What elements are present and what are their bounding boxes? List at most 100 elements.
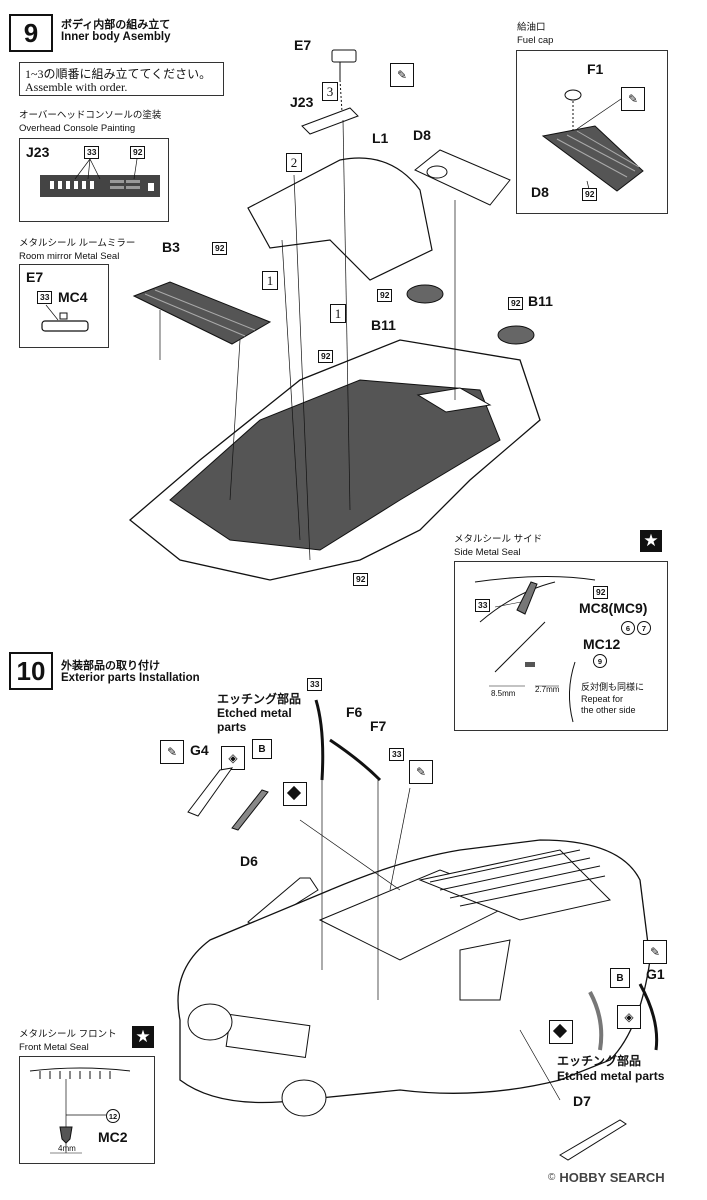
paint-icon: ✎ xyxy=(160,740,184,764)
fuel-cap-en: Fuel cap xyxy=(517,35,554,46)
color-12-marker: 12 xyxy=(106,1109,120,1123)
paint-icon: ✎ xyxy=(621,87,645,111)
label-b-square: B xyxy=(610,968,630,988)
star-icon: ★ xyxy=(640,530,662,552)
step-10-number: 10 xyxy=(9,652,53,690)
color-92-marker: 92 xyxy=(353,573,369,586)
label-d7: D7 xyxy=(573,1093,591,1109)
step-9-title-en: Inner body Asembly xyxy=(61,31,171,43)
color-33-marker: 33 xyxy=(475,599,491,612)
label-j23-inset: J23 xyxy=(26,144,50,160)
star-icon: ★ xyxy=(132,1026,154,1048)
side-seal-box: 33 92 MC8(MC9) 6 7 MC12 9 8.5mm 2.7mm 反対… xyxy=(454,561,668,731)
label-b-square: B xyxy=(252,739,272,759)
copyright-icon: © xyxy=(548,1172,556,1183)
fuel-cap-box: F1 D8 92 ✎ xyxy=(516,50,668,214)
dim-2-7mm: 2.7mm xyxy=(535,685,560,694)
paint-icon: ✎ xyxy=(409,760,433,784)
etched-en-1: Etched metal xyxy=(217,706,292,720)
room-mirror-box: E7 33 MC4 xyxy=(19,264,109,348)
label-mc8-mc9: MC8(MC9) xyxy=(579,600,648,616)
overhead-console-box: J23 33 92 xyxy=(19,138,169,222)
front-seal-jp: メタルシール フロント xyxy=(19,1029,117,1040)
etched-en-full: Etched metal parts xyxy=(557,1069,665,1083)
label-mc12: MC12 xyxy=(583,636,621,652)
label-d8: D8 xyxy=(413,127,431,143)
step-10-title-jp: 外装部品の取り付け xyxy=(61,660,160,672)
overhead-console-jp: オーバーヘッドコンソールの塗装 xyxy=(19,110,162,121)
color-33-marker: 33 xyxy=(389,748,405,761)
label-d6: D6 xyxy=(240,853,258,869)
room-mirror-drawing xyxy=(41,304,89,332)
repeat-en-2: the other side xyxy=(581,705,636,715)
label-g1: G1 xyxy=(646,966,665,982)
checker-icon: ◈ xyxy=(617,1005,641,1029)
label-b11: B11 xyxy=(528,293,553,309)
label-f7: F7 xyxy=(370,718,387,734)
color-9-marker: 9 xyxy=(593,654,607,668)
order-3-marker: 3 xyxy=(322,82,338,101)
side-seal-jp: メタルシール サイド xyxy=(454,534,543,545)
etched-parts-label-right: エッチング部品 Etched metal parts xyxy=(557,1054,664,1084)
etched-jp: エッチング部品 xyxy=(557,1054,642,1068)
diamond-icon xyxy=(549,1020,573,1044)
front-seal-en: Front Metal Seal xyxy=(19,1042,89,1053)
front-seal-drawing xyxy=(29,1067,131,1154)
room-mirror-jp: メタルシール ルームミラー xyxy=(19,238,136,249)
label-e7: E7 xyxy=(294,37,312,53)
color-33-marker: 33 xyxy=(307,678,323,691)
watermark-text: HOBBY SEARCH xyxy=(559,1170,665,1185)
color-92-marker: 92 xyxy=(212,242,228,255)
label-mc4: MC4 xyxy=(58,289,88,305)
color-92-marker: 92 xyxy=(582,188,598,201)
color-92-marker: 92 xyxy=(377,289,393,302)
paint-icon: ✎ xyxy=(643,940,667,964)
order-1-marker: 1 xyxy=(330,304,346,323)
etched-parts-label: エッチング部品 Etched metal parts xyxy=(217,692,301,734)
etched-en-2: parts xyxy=(217,720,247,734)
color-33-marker: 33 xyxy=(84,146,100,159)
color-6-marker: 6 xyxy=(621,621,635,635)
step-9-number: 9 xyxy=(9,14,53,52)
repeat-jp: 反対側も同様に xyxy=(581,682,645,692)
color-92-marker: 92 xyxy=(318,350,334,363)
fuel-cap-jp: 給油口 xyxy=(517,22,546,33)
step-10-title-en: Exterior parts Installation xyxy=(61,672,200,684)
label-d8-inset: D8 xyxy=(531,184,549,200)
repeat-en-1: Repeat for xyxy=(581,694,624,704)
order-note-box: 1~3の順番に組み立ててください。 Assemble with order. xyxy=(19,62,224,96)
overhead-console-en: Overhead Console Painting xyxy=(19,123,136,134)
label-mc2: MC2 xyxy=(98,1129,128,1145)
room-mirror-en: Room mirror Metal Seal xyxy=(19,251,120,262)
overhead-console-drawing xyxy=(40,158,160,197)
color-92-marker: 92 xyxy=(130,146,146,159)
label-f6: F6 xyxy=(346,704,363,720)
side-seal-drawing xyxy=(474,575,596,723)
inner-body-drawing xyxy=(128,49,541,581)
label-e7-inset: E7 xyxy=(26,269,44,285)
dim-4mm: 4mm xyxy=(58,1144,76,1153)
order-note-en: Assemble with order. xyxy=(25,80,128,94)
step-9-title-jp: ボディ内部の組み立て xyxy=(61,19,171,31)
etched-jp: エッチング部品 xyxy=(217,692,302,706)
color-92-marker: 92 xyxy=(593,586,609,599)
label-b11: B11 xyxy=(371,317,396,333)
front-seal-box: 12 MC2 4mm xyxy=(19,1056,155,1164)
color-33-marker: 33 xyxy=(37,291,53,304)
dim-8-5mm: 8.5mm xyxy=(491,689,516,698)
color-7-marker: 7 xyxy=(637,621,651,635)
color-92-marker: 92 xyxy=(508,297,524,310)
label-g4: G4 xyxy=(190,742,209,758)
checker-icon: ◈ xyxy=(221,746,245,770)
watermark: © HOBBY SEARCH xyxy=(548,1170,665,1185)
fuel-cap-drawing xyxy=(541,89,644,192)
exterior-car-drawing xyxy=(177,699,659,1161)
label-l1: L1 xyxy=(372,130,389,146)
diamond-icon xyxy=(283,782,307,806)
label-b3: B3 xyxy=(162,239,180,255)
order-note-jp: 1~3の順番に組み立ててください。 xyxy=(25,67,212,81)
label-j23: J23 xyxy=(290,94,314,110)
order-2-marker: 2 xyxy=(286,153,302,172)
paint-icon: ✎ xyxy=(390,63,414,87)
side-seal-en: Side Metal Seal xyxy=(454,547,521,558)
